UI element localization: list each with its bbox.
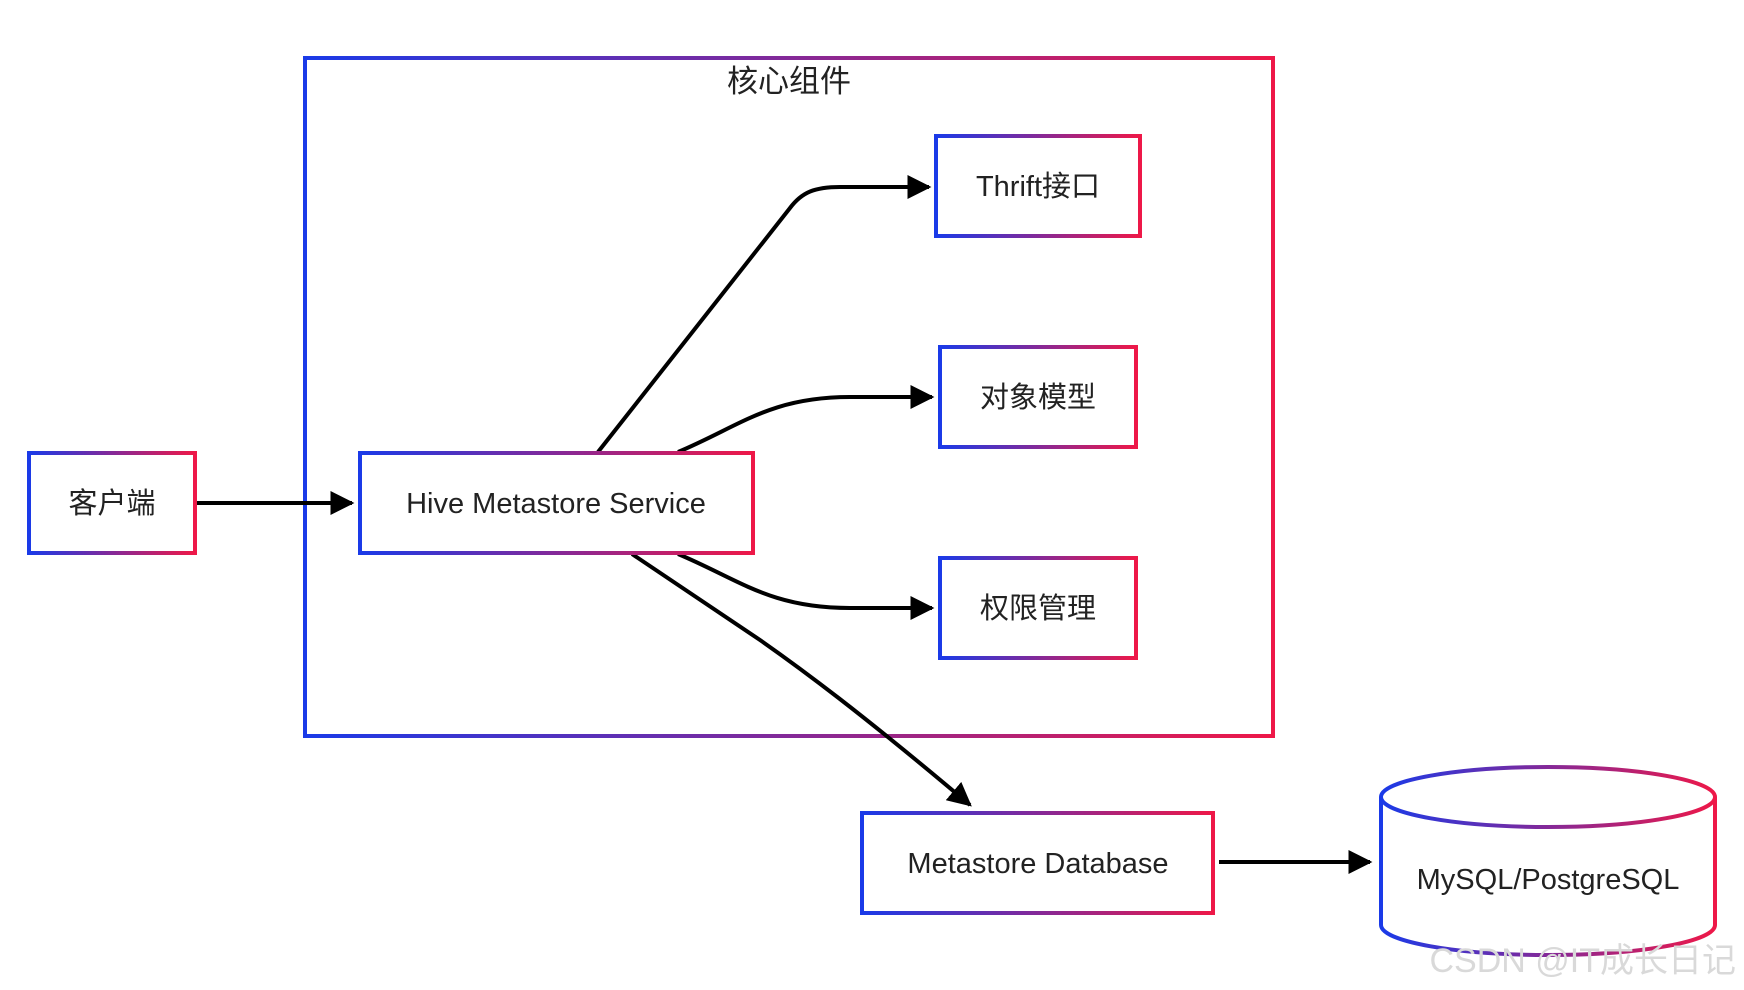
node-client-label: 客户端 <box>68 487 155 520</box>
cluster-border <box>303 56 1275 738</box>
node-db-box <box>860 811 1215 915</box>
node-db: Metastore Database <box>860 811 1215 915</box>
node-db-label: Metastore Database <box>907 848 1168 880</box>
edge-hms-to-permission <box>677 552 935 620</box>
storage-cylinder-top <box>1379 765 1717 829</box>
watermark: CSDN @IT成长日记 <box>1429 942 1736 980</box>
node-hms: Hive Metastore Service <box>358 451 755 555</box>
node-hms-box <box>358 451 755 555</box>
edge-hms-to-object-model <box>677 385 935 454</box>
node-client-box <box>27 451 197 555</box>
node-thrift-box <box>934 134 1142 238</box>
storage-cylinder-body <box>1379 797 1717 957</box>
node-permission: 权限管理 <box>938 556 1138 660</box>
edge-hms-to-thrift <box>596 175 932 454</box>
node-permission-box <box>938 556 1138 660</box>
node-storage-label: MySQL/PostgreSQL <box>1417 864 1680 896</box>
edges <box>196 175 1373 874</box>
node-object-model-label: 对象模型 <box>980 381 1096 414</box>
node-hms-label: Hive Metastore Service <box>406 488 706 520</box>
edge-hms-to-db <box>630 552 972 807</box>
node-permission-label: 权限管理 <box>980 592 1096 625</box>
node-storage: MySQL/PostgreSQL <box>1379 765 1717 957</box>
core-components-cluster: 核心组件 <box>303 56 1275 738</box>
node-thrift: Thrift接口 <box>934 134 1142 238</box>
node-object-model: 对象模型 <box>938 345 1138 449</box>
node-object-model-box <box>938 345 1138 449</box>
cluster-title: 核心组件 <box>727 64 851 99</box>
node-client: 客户端 <box>27 451 197 555</box>
node-thrift-label: Thrift接口 <box>976 170 1100 203</box>
